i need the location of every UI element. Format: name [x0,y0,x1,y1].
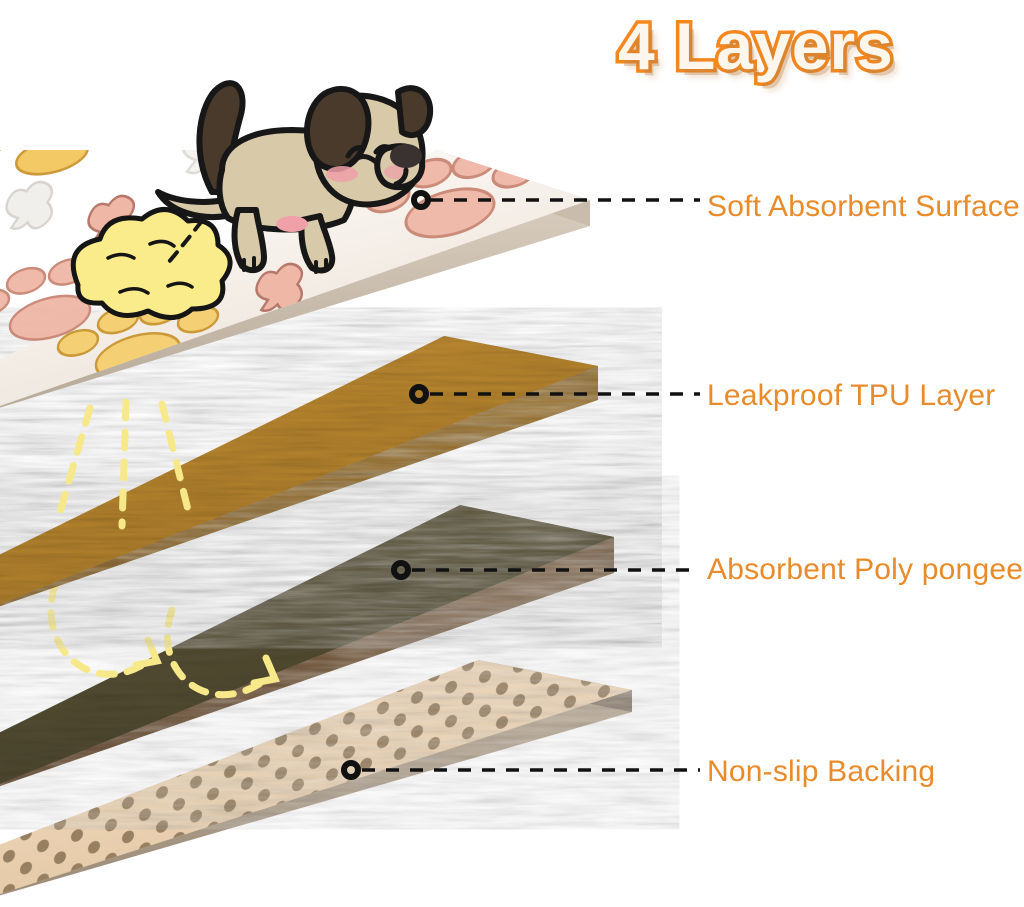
puppy-blush-right [384,165,408,179]
layer-label-non-slip-backing: Non-slip Backing [707,755,936,788]
page-title: 4 Layers [615,6,897,87]
puppy-mouth [393,167,409,187]
connector-markers [341,190,431,780]
puppy-eyes [345,144,393,167]
puppy-ear-far [395,85,434,139]
layer-slab-leakproof-tpu [0,336,598,607]
moisture-lock-arrowheads [132,636,280,687]
layer-label-absorbent-poly-pongee: Absorbent Poly pongee [707,553,1024,586]
connector-ring-non-slip-backing [341,760,361,780]
puppy-leg-rear-far [155,189,229,220]
layer-label-leakproof-tpu-layer: Leakproof TPU Layer [707,379,996,412]
puppy-paw-toes [242,256,328,274]
slab-edge-soft-absorbent-surface [0,200,590,408]
connector-ring-leakproof-tpu-layer [409,384,429,404]
puppy-leg-front [298,213,336,274]
connector-ring-absorbent-poly-pongee [391,560,411,580]
slab-edge-absorbent-poly-pongee [0,537,614,787]
slab-edge-leakproof-tpu [0,366,598,607]
layer-label-soft-absorbent-surface: Soft Absorbent Surface [707,190,1020,223]
moisture-lock-arrows [47,581,272,699]
slab-edge-non-slip-backing [0,690,632,896]
slab-face-absorbent-poly-pongee [0,505,614,784]
puppy-leg-rear [231,207,267,274]
slab-face-leakproof-tpu [0,336,598,605]
connector-ring-soft-absorbent-surface [411,190,431,210]
connector-lines [362,198,700,772]
puppy-nose [390,144,422,168]
grip-dot-pattern [0,660,632,907]
puppy-blush-left [326,166,358,182]
layer-slab-non-slip-backing [0,660,632,907]
liquid-flow-down-lines [56,398,194,530]
cartoon-puppy [155,80,434,274]
puppy-belly-patch [276,216,308,232]
layer-slab-absorbent-poly-pongee [0,505,614,787]
